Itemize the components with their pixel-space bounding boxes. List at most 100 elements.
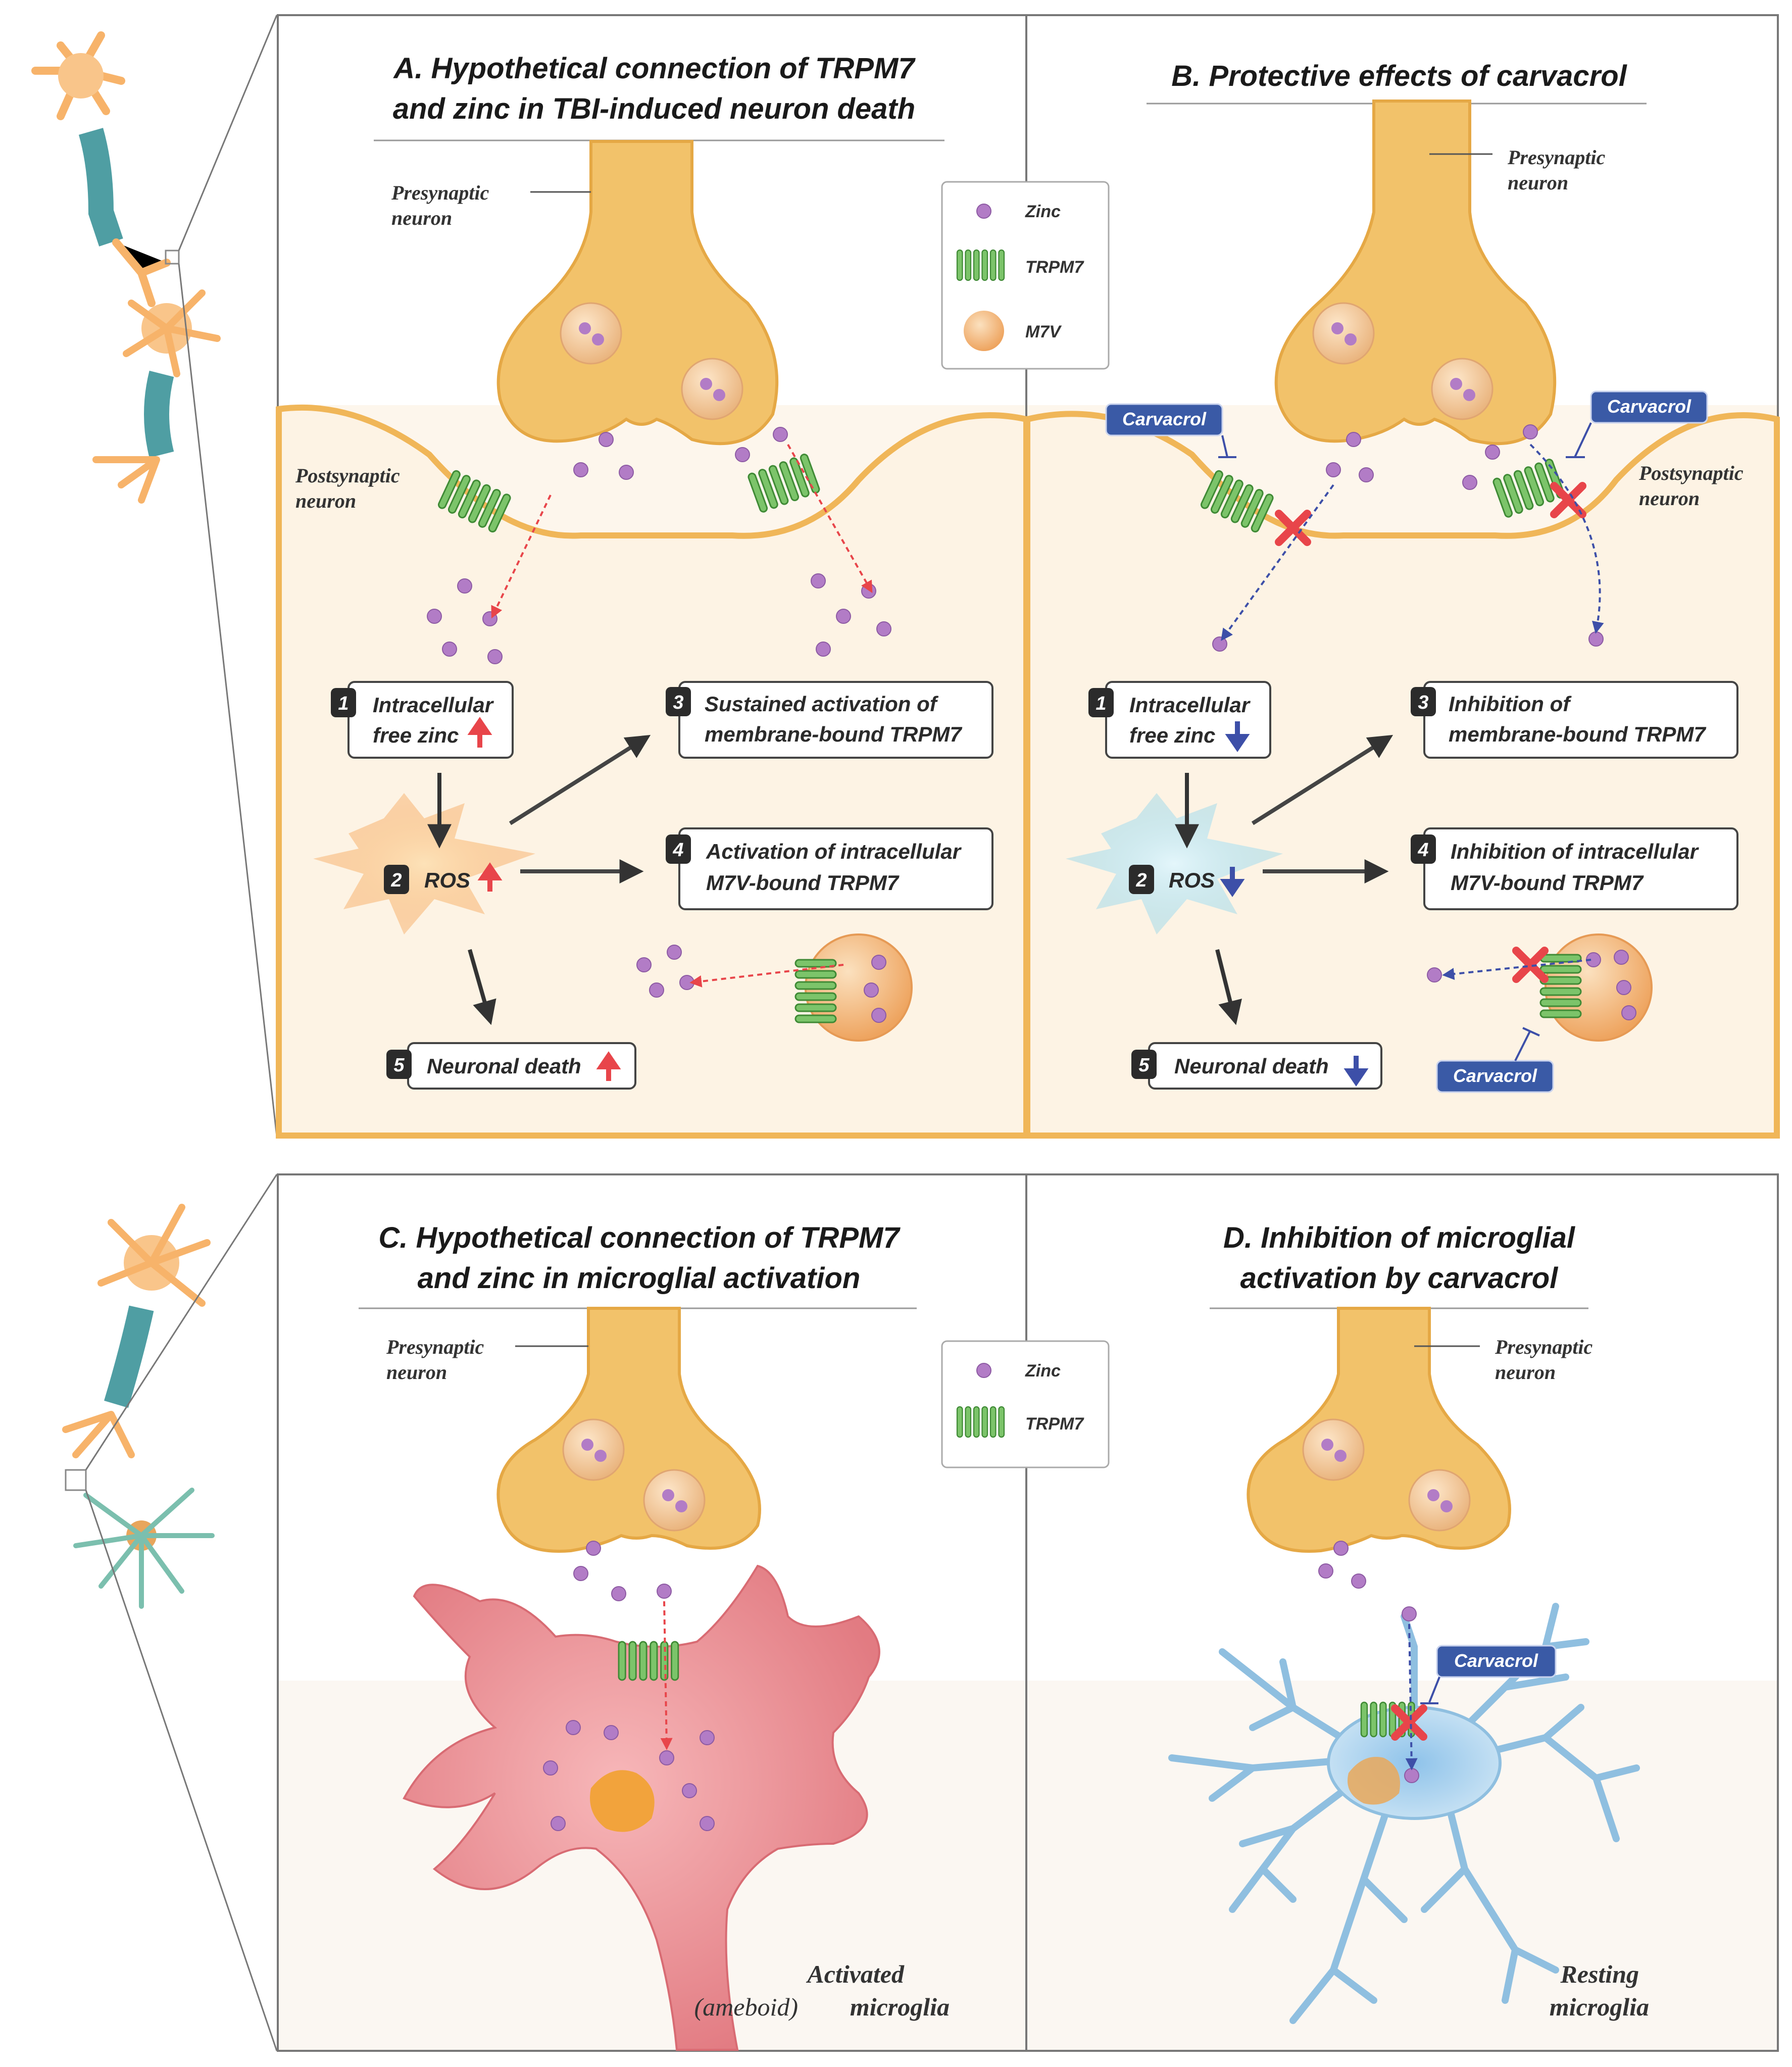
panel-c-presynaptic-label-line2: neuron bbox=[386, 1361, 447, 1384]
panel-b-step-2: 2 ROS bbox=[1066, 793, 1283, 934]
panel-a-arrow-2-to-3 bbox=[509, 734, 651, 825]
panel-c-vesicle-2 bbox=[643, 1469, 706, 1532]
panel-d-microglia-nucleus bbox=[1348, 1757, 1400, 1805]
panel-b-step-1-line1: Intracellular bbox=[1129, 693, 1251, 717]
panel-a-presynaptic-label-line1: Presynaptic bbox=[391, 181, 489, 204]
panel-b-title-line1: B. Protective effects of carvacrol bbox=[1171, 60, 1627, 92]
panel-b-presynaptic-label-line1: Presynaptic bbox=[1507, 146, 1606, 169]
panel-b-step-5-number: 5 bbox=[1138, 1055, 1150, 1076]
panel-b-postsynaptic-label-line1: Postsynaptic bbox=[1638, 462, 1744, 484]
panel-c-activated-label-line1: Activated bbox=[806, 1960, 905, 1988]
panel-c-activated-label-line2b: microglia bbox=[850, 1993, 950, 2021]
panel-a-title-line1: A. Hypothetical connection of TRPM7 bbox=[392, 52, 916, 85]
legend-bottom-zinc-label: Zinc bbox=[1025, 1361, 1061, 1381]
panel-c-title-line1: C. Hypothetical connection of TRPM7 bbox=[378, 1221, 901, 1254]
panel-a-postsynaptic-label-line1: Postsynaptic bbox=[295, 464, 400, 487]
legend-top-zinc-label: Zinc bbox=[1025, 202, 1061, 221]
panel-b-step-3-number: 3 bbox=[1418, 692, 1428, 713]
legend-top: Zinc TRPM7 M7V bbox=[941, 181, 1110, 370]
panel-a-step-4-line2: M7V-bound TRPM7 bbox=[706, 871, 900, 895]
panel-b-carvacrol-left-label: Carvacrol bbox=[1122, 409, 1207, 429]
panel-a-step-5: 5 Neuronal death bbox=[386, 1042, 636, 1090]
panel-d-resting-label-line2: microglia bbox=[1550, 1993, 1649, 2021]
panel-b-step-3-line2: membrane-bound TRPM7 bbox=[1449, 722, 1706, 746]
legend-top-trpm7-label: TRPM7 bbox=[1025, 258, 1084, 277]
panel-a-step-3-line1: Sustained activation of bbox=[705, 692, 939, 716]
panel-d-title-line1: D. Inhibition of microglial bbox=[1223, 1221, 1576, 1254]
panel-d-resting-label-line1: Resting bbox=[1560, 1960, 1639, 1988]
panel-a-step-1-line2: free zinc bbox=[373, 723, 459, 747]
panel-b-carvacrol-badge-right: Carvacrol bbox=[1566, 390, 1708, 458]
panel-b-step-4-line2: M7V-bound TRPM7 bbox=[1451, 871, 1644, 895]
panel-a-step-3: 3 Sustained activation of membrane-bound… bbox=[666, 681, 993, 759]
panel-a-step-1-number: 1 bbox=[338, 693, 349, 714]
panel-b-step-4: 4 Inhibition of intracellular M7V-bound … bbox=[1411, 827, 1738, 910]
legend-bottom-zinc-icon bbox=[976, 1363, 991, 1378]
panel-d-presynaptic-label-line1: Presynaptic bbox=[1495, 1336, 1593, 1358]
panel-a-step-5-number: 5 bbox=[393, 1055, 405, 1076]
panel-b-step-2-down-arrow bbox=[1220, 867, 1245, 897]
left-neuron-sketch-top bbox=[31, 31, 221, 504]
panel-a-step-5-text: Neuronal death bbox=[427, 1054, 581, 1078]
panel-b-step-3: 3 Inhibition of membrane-bound TRPM7 bbox=[1411, 681, 1738, 759]
legend-top-m7v-icon bbox=[964, 311, 1004, 351]
panel-b-presynaptic-label-line2: neuron bbox=[1508, 171, 1568, 194]
panel-d-zinc-arrow bbox=[1405, 1623, 1418, 1770]
legend-bottom: Zinc TRPM7 bbox=[941, 1340, 1110, 1468]
panel-a-m7v-release-arrow bbox=[689, 964, 844, 988]
panel-a-step-5-up-arrow bbox=[596, 1051, 621, 1081]
panel-a: A. Hypothetical connection of TRPM7 and … bbox=[276, 52, 1029, 1139]
panel-b-arrow-2-to-3 bbox=[1251, 734, 1393, 825]
panel-a-step-2-up-arrow bbox=[477, 862, 503, 892]
panel-b-step-4-number: 4 bbox=[1417, 840, 1428, 861]
panel-d-resting-microglia bbox=[1168, 1603, 1640, 2024]
panel-a-ros-burst bbox=[313, 793, 535, 934]
panel-d-vesicle-2 bbox=[1408, 1469, 1471, 1532]
panel-b-m7v-release-arrow bbox=[1442, 959, 1591, 980]
legend-top-m7v-label: M7V bbox=[1025, 322, 1062, 341]
panel-b-step-3-line1: Inhibition of bbox=[1449, 692, 1572, 716]
panel-d-presynaptic-label-line2: neuron bbox=[1495, 1361, 1556, 1384]
panel-c-presynaptic-label-line1: Presynaptic bbox=[386, 1336, 484, 1358]
panel-b-carvacrol-bottom-label: Carvacrol bbox=[1453, 1065, 1537, 1086]
panel-b-step-1: 1 Intracellular free zinc bbox=[1088, 681, 1271, 759]
panel-c-vesicle-1 bbox=[562, 1418, 625, 1481]
panel-a-step-1-up-arrow bbox=[467, 717, 492, 748]
panel-a-zinc-influx-arrow-left bbox=[491, 495, 552, 619]
panel-b-step-1-line2: free zinc bbox=[1129, 723, 1215, 747]
panel-a-vesicle-1 bbox=[560, 302, 622, 365]
panel-a-step-2: 2 ROS bbox=[313, 793, 535, 934]
panel-b-carvacrol-badge-bottom: Carvacrol bbox=[1436, 1027, 1554, 1093]
panel-b-carvacrol-badge-left: Carvacrol bbox=[1105, 403, 1236, 458]
panel-a-step-2-text: ROS bbox=[424, 868, 470, 892]
panel-b-step-1-down-arrow bbox=[1225, 721, 1250, 752]
panel-a-m7v-vesicle bbox=[794, 933, 913, 1042]
panel-a-postsynaptic-label-line2: neuron bbox=[295, 489, 356, 512]
panel-c: C. Hypothetical connection of TRPM7 and … bbox=[359, 1221, 950, 2051]
zoom-connector-lines bbox=[85, 15, 278, 2051]
panel-b-step-4-line1: Inhibition of intracellular bbox=[1451, 840, 1700, 863]
left-neuron-sketch-bottom bbox=[62, 1204, 215, 1609]
panel-b: B. Protective effects of carvacrol Presy… bbox=[1024, 60, 1780, 1139]
panel-b-zinc-arrow-right bbox=[1529, 444, 1604, 634]
panel-a-step-2-number: 2 bbox=[390, 870, 402, 891]
panel-a-presynaptic-label-line2: neuron bbox=[391, 207, 452, 229]
panel-b-step-5-down-arrow bbox=[1343, 1056, 1369, 1087]
panel-c-zinc-influx-arrow bbox=[660, 1601, 673, 1750]
panel-a-step-4-line1: Activation of intracellular bbox=[706, 840, 962, 863]
panel-d-title-line2: activation by carvacrol bbox=[1240, 1262, 1559, 1295]
panel-a-step-1-line1: Intracellular bbox=[373, 693, 494, 717]
panel-b-ros-burst bbox=[1066, 793, 1283, 934]
panel-b-step-5-text: Neuronal death bbox=[1174, 1054, 1329, 1078]
panel-b-step-1-number: 1 bbox=[1096, 693, 1106, 714]
panel-a-step-1: 1 Intracellular free zinc bbox=[331, 681, 514, 759]
panel-d-carvacrol-label: Carvacrol bbox=[1454, 1650, 1538, 1671]
legend-bottom-trpm7-label: TRPM7 bbox=[1025, 1414, 1084, 1434]
panel-a-step-3-line2: membrane-bound TRPM7 bbox=[705, 722, 962, 746]
panel-a-arrow-2-to-5 bbox=[468, 949, 496, 1025]
panel-c-activated-label-line2a: (ameboid) bbox=[694, 1993, 799, 2021]
panel-c-title-line2: and zinc in microglial activation bbox=[418, 1262, 861, 1295]
panel-d-carvacrol-badge: Carvacrol bbox=[1420, 1645, 1557, 1704]
panel-b-arrow-2-to-5 bbox=[1215, 949, 1242, 1025]
legend-top-zinc-icon bbox=[976, 204, 991, 219]
